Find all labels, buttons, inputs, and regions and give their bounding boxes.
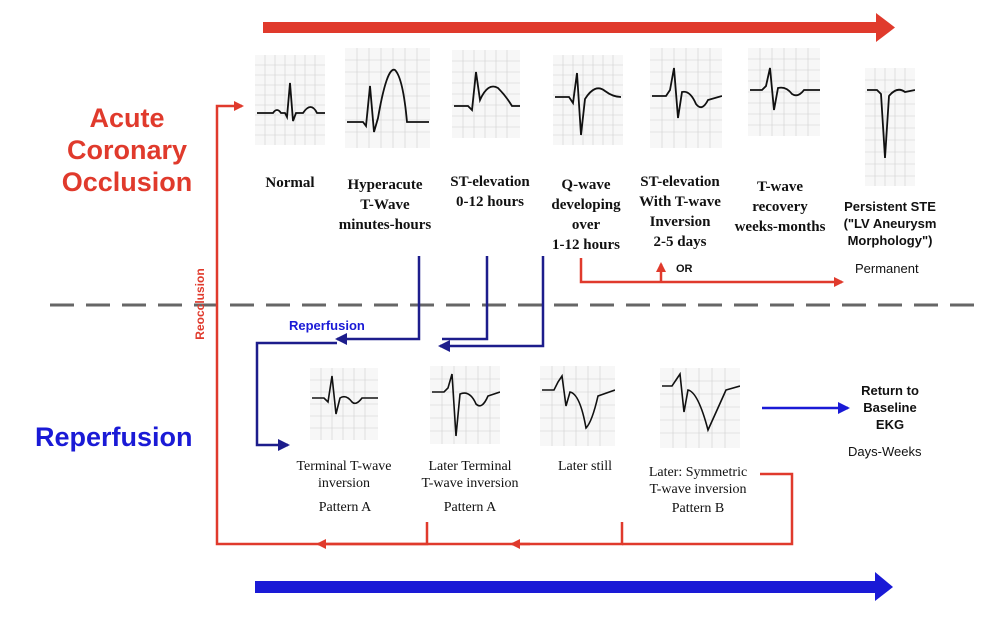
- acute-occlusion-title: Acute Coronary Occlusion: [52, 102, 202, 198]
- reperfusion-drop-2: [442, 256, 489, 341]
- stage-q-wave-label: Q-wave developing over 1-12 hours: [551, 177, 621, 253]
- stage-hyperacute-label: Hyperacute T-Wave minutes-hours: [338, 177, 432, 233]
- reperfusion-title: Reperfusion: [35, 422, 193, 452]
- acute-title-line-3: Occlusion: [61, 167, 193, 197]
- stage-st-t-inversion-label: ST-elevation With T-wave Inversion 2-5 d…: [639, 174, 721, 250]
- top-timeline-arrow: [263, 13, 895, 42]
- ekg-st-elevation: [452, 50, 520, 138]
- reperfusion-drop-3: [438, 256, 545, 352]
- persistent-branch-arrow: [579, 258, 844, 287]
- bottom-timeline-arrow: [255, 572, 893, 601]
- days-weeks-label: Days-Weeks: [848, 444, 922, 459]
- reocclusion-arrow: [215, 101, 624, 546]
- bottom-stage-4-pattern: Pattern B: [671, 501, 725, 516]
- reperfusion-arrow-label: Reperfusion: [289, 318, 365, 333]
- permanent-label: Permanent: [855, 261, 919, 276]
- ekg-q-wave: [553, 55, 623, 145]
- ekg-persistent-ste: [865, 68, 915, 186]
- acute-title-line-2: Coronary: [66, 135, 188, 165]
- bottom-stage-3-label: Later still: [557, 459, 613, 474]
- reperfusion-drop-1: [335, 256, 421, 345]
- or-label: OR: [676, 263, 693, 275]
- acute-title-line-1: Acute: [89, 103, 165, 133]
- bottom-stage-2-label: Later Terminal T-wave inversion: [421, 459, 519, 491]
- ekg-terminal-t-inversion: [310, 368, 378, 440]
- ekg-symmetric-t-inversion: [660, 368, 740, 448]
- ekg-hyperacute: [345, 48, 430, 148]
- return-baseline-label: Return to Baseline EKG: [861, 383, 919, 432]
- persistent-ste-label: Persistent STE ("LV Aneurysm Morphology"…: [843, 199, 937, 248]
- return-red-path: [622, 472, 794, 546]
- red-back-arrow-2: [316, 522, 429, 549]
- stage-normal-label: Normal: [265, 175, 315, 191]
- bottom-stage-1-label: Terminal T-wave inversion: [296, 459, 392, 491]
- stage-st-elevation-label: ST-elevation 0-12 hours: [450, 174, 530, 210]
- ekg-later-still: [540, 366, 615, 446]
- reperfusion-main-arrow: [255, 341, 337, 451]
- ekg-normal: [255, 55, 325, 145]
- bottom-stage-2-pattern: Pattern A: [443, 500, 497, 515]
- ekg-st-t-inversion: [650, 48, 722, 148]
- bottom-stage-4-label: Later: Symmetric T-wave inversion: [648, 465, 748, 497]
- ekg-later-terminal: [430, 366, 500, 444]
- stage-t-recovery-label: T-wave recovery weeks-months: [734, 179, 826, 235]
- reocclusion-label: Reocclusion: [193, 268, 207, 340]
- ekg-t-recovery: [748, 48, 820, 136]
- bottom-stage-1-pattern: Pattern A: [318, 500, 372, 515]
